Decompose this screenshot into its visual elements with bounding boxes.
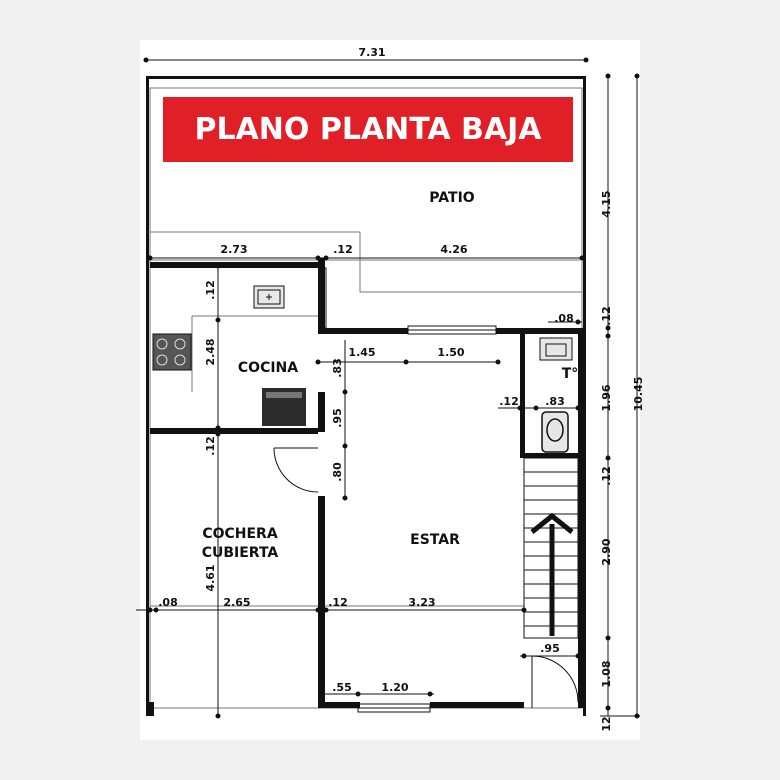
- room-label-cochera: COCHERA: [202, 526, 278, 542]
- stair-arrow: [530, 512, 574, 636]
- dim-wall-12: 12: [600, 716, 613, 731]
- dim-opening: .95: [331, 408, 344, 428]
- dim-door: .80: [331, 462, 344, 482]
- dim-partition: .83: [331, 358, 344, 378]
- room-label-cubierta: CUBIERTA: [202, 545, 279, 561]
- dim-cocina-width: 2.73: [220, 243, 247, 256]
- dim-toilet-depth: 1.96: [600, 384, 613, 411]
- dim-cochera-depth: 4.61: [204, 564, 217, 591]
- dim-total-height: 10.45: [632, 377, 645, 412]
- dim-wall-55: .55: [332, 681, 352, 694]
- dim-toilet-width: .83: [545, 395, 565, 408]
- room-label-cocina: COCINA: [238, 360, 298, 376]
- walls: [146, 76, 586, 716]
- washbasin-icon: [539, 337, 573, 361]
- dim-wall-12: .12: [499, 395, 519, 408]
- dim-wall-12: .12: [204, 280, 217, 300]
- room-label-toilet: T°: [562, 366, 579, 382]
- dim-window: 1.50: [437, 346, 464, 359]
- dim-wall-12: .12: [328, 596, 348, 609]
- dimension-lines: [136, 57, 640, 719]
- dim-cocina-depth: 2.48: [204, 338, 217, 365]
- plan-title: PLANO PLANTA BAJA: [194, 112, 542, 147]
- dim-stair-run: 2.90: [600, 538, 613, 565]
- dim-opening: 1.45: [348, 346, 375, 359]
- dim-wall-12: .12: [600, 306, 613, 326]
- windows: [319, 267, 497, 713]
- toilet-icon: [541, 411, 569, 453]
- dim-estar-width: 3.23: [408, 596, 435, 609]
- dim-front-depth: 1.08: [600, 660, 613, 687]
- dim-patio-width: 4.26: [440, 243, 467, 256]
- dim-wall-12: .12: [600, 466, 613, 486]
- sink-icon: [253, 285, 285, 309]
- dim-overall-width: 7.31: [358, 46, 385, 59]
- dim-patio-depth: 4.15: [600, 190, 613, 217]
- refrigerator-icon: [262, 388, 306, 426]
- title-banner: PLANO PLANTA BAJA: [163, 97, 573, 162]
- room-label-estar: ESTAR: [410, 532, 460, 548]
- dim-door: .95: [540, 642, 560, 655]
- dim-wall-12: .12: [204, 436, 217, 456]
- dim-window: 1.20: [381, 681, 408, 694]
- stove-icon: [152, 333, 192, 371]
- dim-wall-12: .12: [333, 243, 353, 256]
- dim-wall-08: .08: [158, 596, 178, 609]
- dim-cochera-width: 2.65: [223, 596, 250, 609]
- dim-wall-08: .08: [554, 312, 574, 325]
- doors: [273, 447, 579, 708]
- room-label-patio: PATIO: [429, 190, 474, 206]
